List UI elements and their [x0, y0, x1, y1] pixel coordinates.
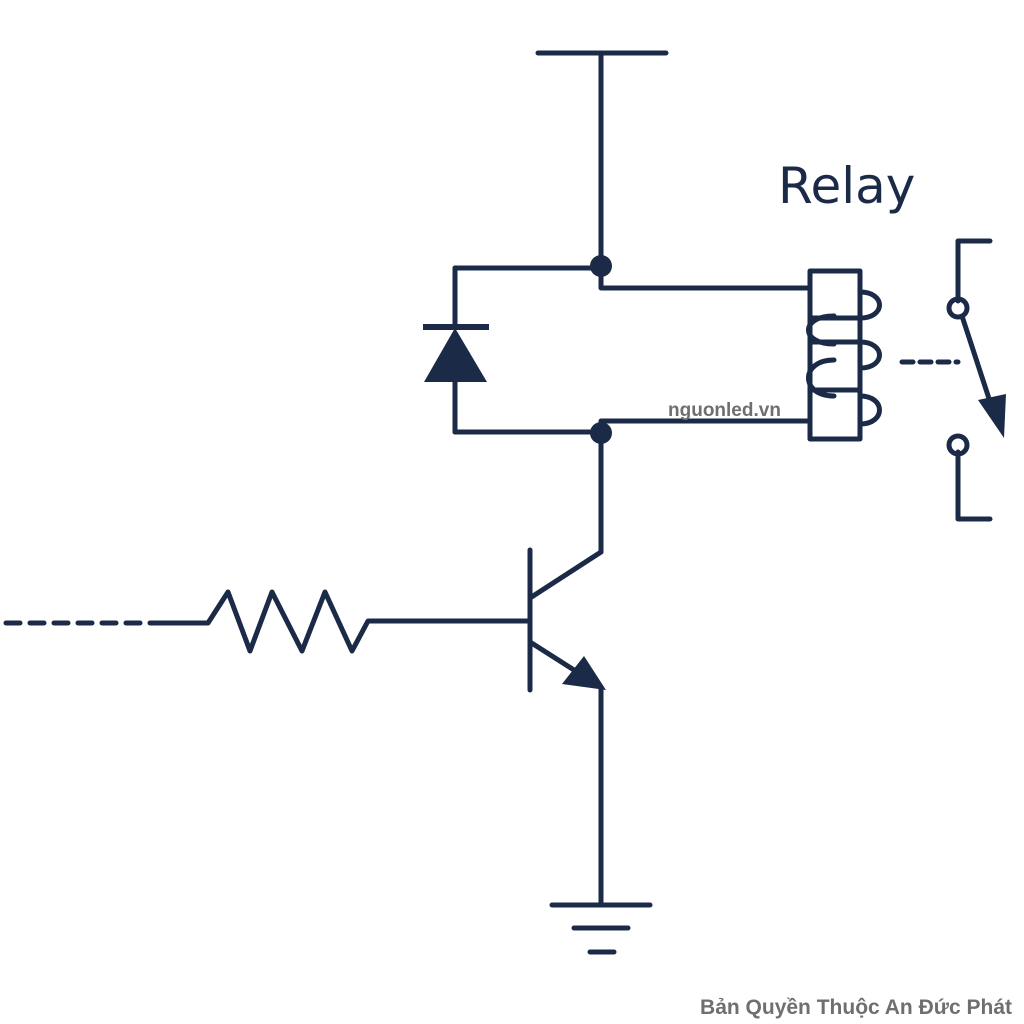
top-junction-dot — [590, 255, 612, 277]
relay-coil-right-loops — [857, 289, 882, 427]
coil-top-wire — [598, 263, 813, 291]
transistor-collector-arm — [527, 549, 604, 601]
copyright-text: Bản Quyền Thuộc An Đức Phát — [700, 996, 1012, 1019]
watermark-text: nguonled.vn — [668, 400, 781, 421]
relay-coil-body — [807, 268, 863, 442]
relay-coil-left-loops — [806, 313, 837, 399]
diode-triangle — [424, 328, 487, 382]
switch-bottom-terminal — [955, 449, 993, 522]
emitter-arrow — [562, 656, 606, 690]
switch-top-terminal — [955, 238, 993, 304]
switch-contact-top — [946, 296, 970, 320]
switch-contact-bottom — [946, 433, 970, 457]
relay-label: Relay — [778, 157, 916, 215]
switch-arrow — [978, 394, 1006, 438]
base-resistor — [147, 589, 533, 654]
diode-cathode-bar — [423, 324, 489, 330]
bottom-junction-dot — [590, 422, 612, 444]
